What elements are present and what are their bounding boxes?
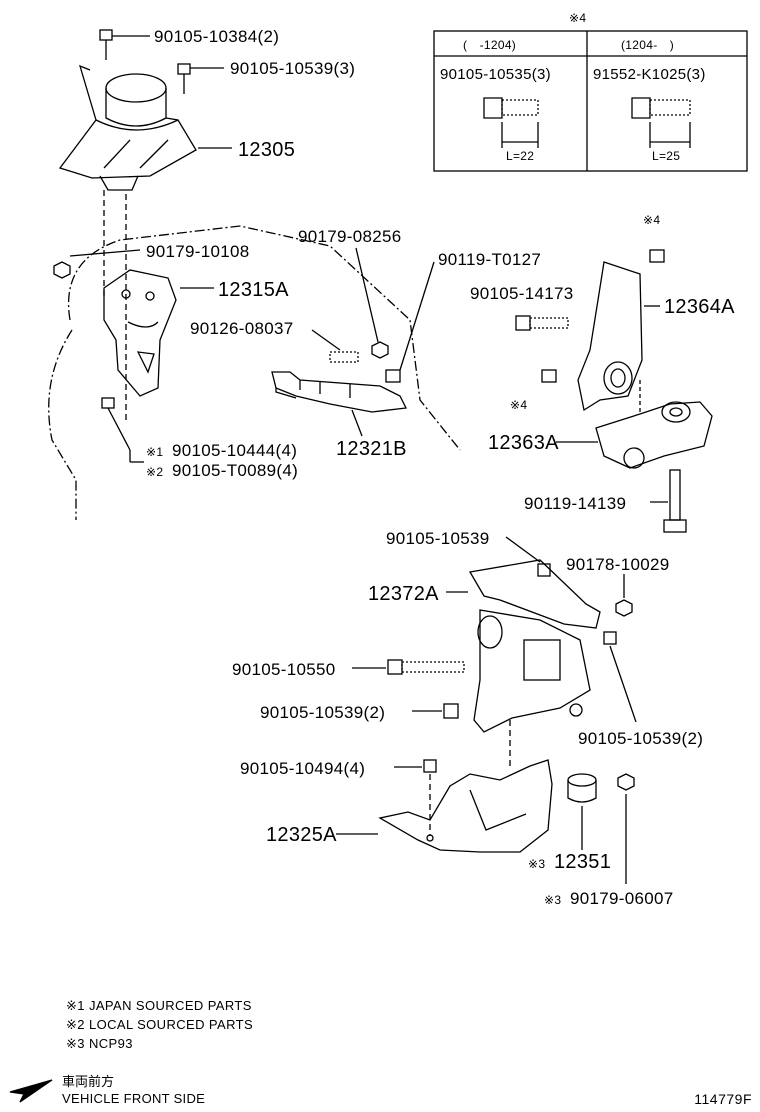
label-90179-08256: 90179-08256: [298, 227, 402, 246]
marker-4-top: ※4: [643, 213, 660, 227]
label-90178-10029: 90178-10029: [566, 555, 670, 574]
label-12305: 12305: [238, 139, 295, 161]
label-12364A: 12364A: [664, 296, 735, 318]
bracket-12321B: [271, 371, 407, 413]
table-col1-length: L=22: [506, 149, 534, 163]
bolt-icon: [515, 315, 569, 331]
marker-3-a: ※3: [528, 857, 545, 871]
bolt-l22-icon: [483, 97, 539, 148]
label-90105-10539-3: 90105-10539(3): [230, 59, 355, 78]
table-col1-header: ( -1204): [463, 38, 516, 52]
vehicle-front-label-jp: 車両前方: [62, 1074, 115, 1089]
label-12372A: 12372A: [368, 583, 439, 605]
bolt-icon: [177, 63, 224, 94]
bolt-l25-icon: [631, 97, 691, 148]
label-90105-10384: 90105-10384(2): [154, 27, 279, 46]
label-90179-06007: 90179-06007: [570, 889, 674, 908]
bracket-12325A: [378, 759, 553, 853]
footnote-mark: ※3: [66, 1036, 85, 1051]
label-12315A: 12315A: [218, 279, 289, 301]
bracket-12372A: [468, 559, 601, 733]
label-90105-10494: 90105-10494(4): [240, 759, 365, 778]
nut-icon: [371, 341, 389, 359]
footnote-text: LOCAL SOURCED PARTS: [88, 1017, 254, 1032]
label-90119-T0127: 90119-T0127: [438, 250, 541, 269]
bracket-12315A: [103, 269, 177, 397]
label-90105-T0089: 90105-T0089(4): [172, 461, 298, 480]
bolt-icon: [443, 703, 459, 719]
marker-4-lower: ※4: [510, 398, 527, 412]
label-12325A: 12325A: [266, 824, 337, 846]
table-col2-length: L=25: [652, 149, 680, 163]
bolt-icon: [649, 249, 665, 263]
vehicle-front-arrow-icon: [9, 1079, 53, 1103]
bolt-icon: [537, 563, 551, 577]
bolt-icon: [423, 759, 437, 773]
table-col2-header: (1204- ): [621, 38, 674, 52]
mount-12363A: [595, 401, 713, 469]
figure-code: 114779F: [694, 1091, 752, 1107]
marker-2: ※2: [146, 465, 163, 479]
vehicle-front-label-en: VEHICLE FRONT SIDE: [62, 1091, 206, 1106]
label-12363A: 12363A: [488, 432, 559, 454]
label-90105-10550: 90105-10550: [232, 660, 336, 679]
bolt-icon: [99, 29, 150, 60]
long-bolt-icon: [663, 469, 687, 533]
label-12321B: 12321B: [336, 438, 407, 460]
label-90119-14139: 90119-14139: [524, 494, 626, 513]
label-12351: 12351: [554, 851, 611, 873]
label-90179-10108: 90179-10108: [146, 242, 250, 261]
footnote-mark: ※1: [66, 998, 85, 1013]
label-90105-10539-left: 90105-10539(2): [260, 703, 385, 722]
table-marker: ※4: [569, 11, 586, 25]
table-col1-part: 90105-10535(3): [440, 66, 551, 83]
bracket-12364A: [577, 261, 643, 412]
bushing-12351: [567, 773, 597, 803]
engine-mount-12305: [58, 64, 197, 191]
footnote-text: JAPAN SOURCED PARTS: [88, 998, 252, 1013]
footnote-text: NCP93: [88, 1036, 133, 1051]
marker-3-b: ※3: [544, 893, 561, 907]
label-90105-10539-top: 90105-10539: [386, 529, 490, 548]
nut-icon: [615, 599, 633, 617]
label-90105-10539-right: 90105-10539(2): [578, 729, 703, 748]
spec-table-frame: [433, 30, 748, 172]
label-90105-14173: 90105-14173: [470, 284, 574, 303]
bolt-icon: [101, 397, 144, 463]
footnote-mark: ※2: [66, 1017, 85, 1032]
label-90105-10444: 90105-10444(4): [172, 441, 297, 460]
table-col2-part: 91552-K1025(3): [593, 66, 706, 83]
bolt-icon: [541, 369, 557, 383]
nut-icon: [53, 261, 71, 279]
bolt-icon: [603, 631, 617, 645]
nut-icon: [617, 773, 635, 791]
long-bolt-icon: [387, 659, 465, 675]
label-90126-08037: 90126-08037: [190, 319, 294, 338]
stud-icon: [329, 351, 359, 363]
bolt-icon: [385, 369, 401, 383]
marker-1: ※1: [146, 445, 163, 459]
